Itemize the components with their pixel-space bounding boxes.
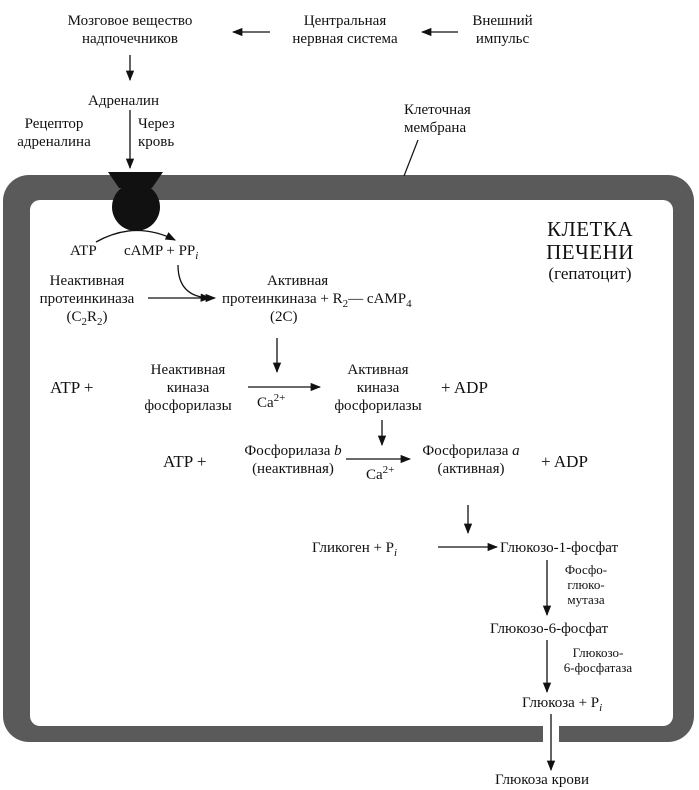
arrow-atp-to-camp (95, 229, 176, 243)
atp-label-1: ATP (70, 243, 97, 259)
glucose-label: Глюкоза + Pi (522, 695, 603, 714)
phosphorylase-a: Фосфорилаза a (активная) (422, 443, 520, 477)
blood-glucose-label: Глюкоза крови (495, 772, 589, 788)
glucose-1-phosphate: Глюкозо-1-фосфат (500, 540, 619, 556)
adrenaline-receptor (108, 172, 163, 231)
adp-label-2: + ADP (441, 378, 488, 397)
atp-plus-2: ATP + (50, 378, 94, 397)
phosphorylase-b: Фосфорилаза b (неактивная) (244, 443, 342, 477)
membrane-pointer (403, 139, 419, 177)
adp-label-3: + ADP (541, 452, 588, 471)
calcium-label-1: Ca2+ (257, 392, 286, 412)
cell-subtitle: (гепатоцит) (548, 264, 632, 283)
glucose-6-phosphatase-enzyme: Глюкозо-6-фосфатаза (563, 645, 633, 675)
glycogen-label: Гликоген + Pi (312, 540, 398, 559)
calcium-label-2: Ca2+ (366, 464, 395, 484)
camp-pp-label: cAMP + PPi (124, 243, 199, 262)
phosphoglucomutase-enzyme: Фосфо-глюко-мутаза (564, 562, 608, 607)
active-protein-kinase: Активная протеинкиназа + R2— cAMP4 (2C) (222, 273, 412, 325)
adrenaline-label: Адреналин (88, 93, 159, 109)
atp-plus-3: ATP + (163, 452, 207, 471)
cell-interior (30, 200, 673, 726)
glucose-6-phosphate: Глюкозо-6-фосфат (490, 621, 609, 637)
